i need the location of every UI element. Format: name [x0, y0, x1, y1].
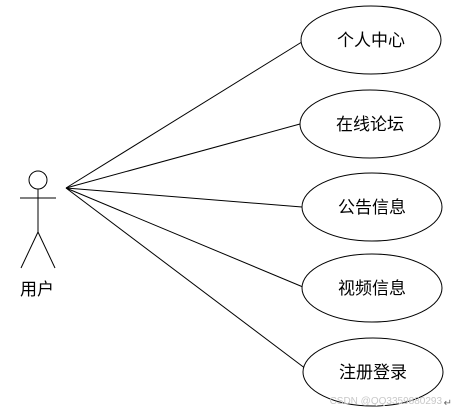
use-case-label: 个人中心 — [337, 31, 405, 51]
actor-label: 用户 — [20, 280, 54, 300]
use-case-3: 公告信息 — [301, 172, 443, 242]
use-case-label: 在线论坛 — [336, 115, 404, 135]
actor-left-leg — [20, 231, 39, 269]
association-line — [65, 187, 303, 208]
actor-right-leg — [37, 231, 56, 269]
use-case-4: 视频信息 — [301, 253, 443, 323]
watermark: CSDN @QQ3359880293 — [329, 396, 442, 407]
return-mark-icon: ↵ — [443, 398, 452, 409]
association-line — [65, 187, 311, 373]
association-line — [65, 39, 306, 189]
use-case-1: 个人中心 — [300, 5, 442, 75]
use-case-label: 注册登录 — [339, 363, 407, 383]
association-line — [65, 123, 301, 189]
association-line — [65, 187, 304, 288]
use-case-label: 公告信息 — [338, 198, 406, 218]
use-case-5: 注册登录 — [302, 337, 444, 407]
use-case-label: 视频信息 — [338, 279, 406, 299]
actor-figure — [20, 170, 56, 269]
use-case-2: 在线论坛 — [299, 89, 441, 159]
associations — [65, 39, 311, 373]
actor-head — [28, 170, 48, 190]
